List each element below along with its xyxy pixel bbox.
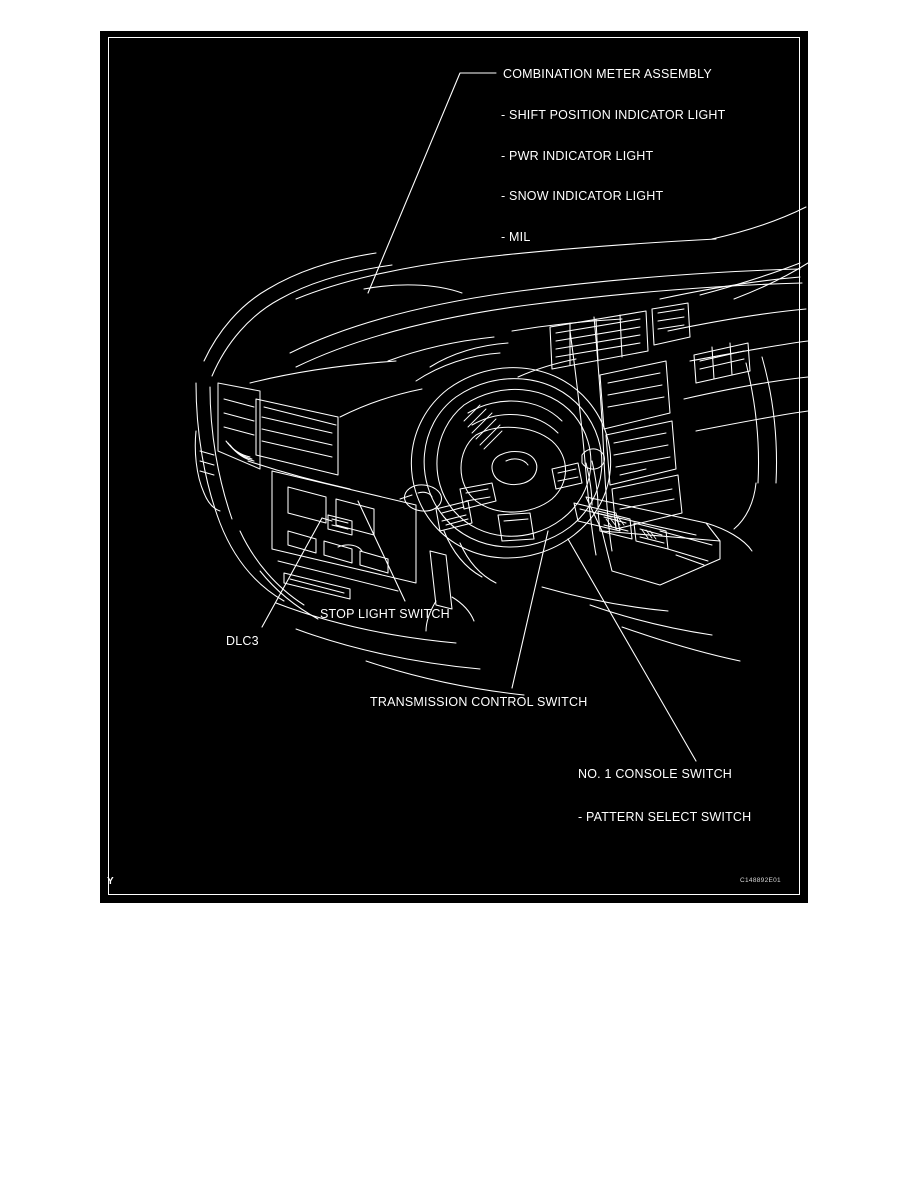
steering-wheel <box>410 367 612 584</box>
callout-no-1-console-switch: NO. 1 CONSOLE SWITCH <box>578 767 733 781</box>
dashboard-illustration <box>194 72 808 762</box>
leader-transmission-control-switch <box>511 530 549 689</box>
figure-panel: COMBINATION METER ASSEMBLY - SHIFT POSIT… <box>100 31 808 903</box>
leader-combination-meter <box>367 72 497 294</box>
dashboard-artwork <box>194 206 808 696</box>
leader-dlc3 <box>261 517 323 628</box>
leader-stop-light-switch <box>357 500 406 602</box>
center-stack <box>549 302 691 556</box>
callout-stop-light-switch: STOP LIGHT SWITCH <box>320 607 450 621</box>
leader-no1-console-switch <box>567 538 697 762</box>
instrument-cluster <box>363 284 509 382</box>
callout-snow-indicator-light: - SNOW INDICATOR LIGHT <box>501 189 664 203</box>
floor-console <box>573 448 753 586</box>
dlc3-connector <box>327 514 353 536</box>
callout-transmission-control-switch: TRANSMISSION CONTROL SWITCH <box>370 695 588 709</box>
callout-mil: - MIL <box>501 230 531 244</box>
corner-mark: Y <box>107 876 114 887</box>
leader-lines <box>261 72 697 762</box>
callout-pattern-select-switch: - PATTERN SELECT SWITCH <box>578 810 752 824</box>
figure-code: C148892E01 <box>740 877 781 884</box>
callout-pwr-indicator-light: - PWR INDICATOR LIGHT <box>501 149 654 163</box>
passenger-dash <box>659 276 808 432</box>
transmission-control-switch-block <box>597 510 633 540</box>
callout-combination-meter-assembly: COMBINATION METER ASSEMBLY <box>503 67 712 81</box>
callout-dlc3: DLC3 <box>226 634 259 648</box>
callout-shift-position-indicator-light: - SHIFT POSITION INDICATOR LIGHT <box>501 108 726 122</box>
